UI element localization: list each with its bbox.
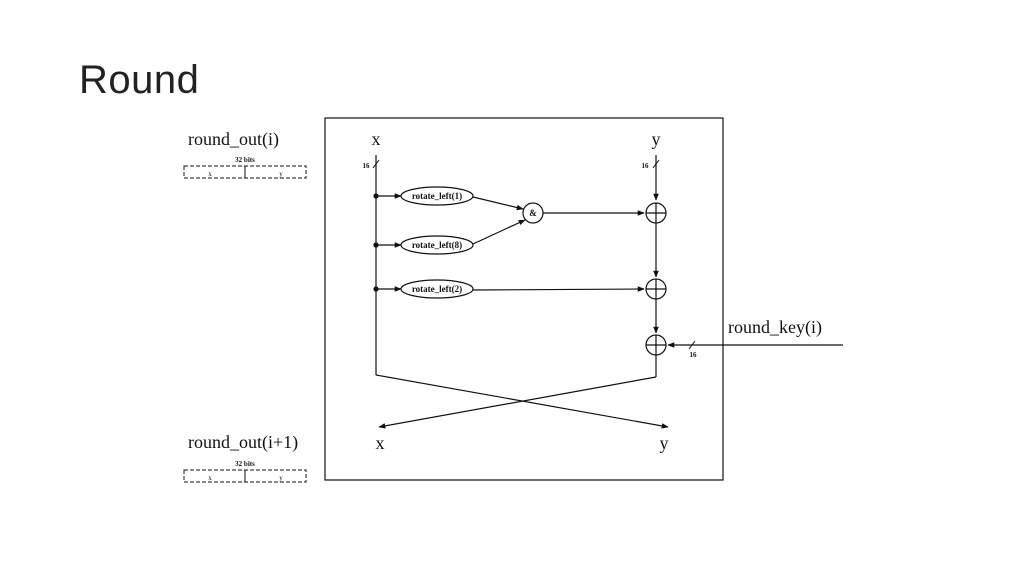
wire-rot8-to-and xyxy=(472,219,526,245)
bits-label-bottom: 32 bits xyxy=(235,460,255,468)
slide-title: Round xyxy=(79,58,200,102)
xor-3-node xyxy=(645,334,667,356)
width-tick-key xyxy=(688,340,696,350)
rotate-left-1-node xyxy=(400,186,474,206)
rotate-left-1-label: rotate_left(1) xyxy=(412,191,462,201)
bits-label-top: 32 bits xyxy=(235,156,255,164)
register-field-x-top: x xyxy=(208,170,212,178)
and-label: & xyxy=(529,208,537,218)
input-y-label: y xyxy=(652,129,661,149)
output-y-label: y xyxy=(660,433,669,453)
register-layout-top: round_out(i) 32 bits x y xyxy=(183,129,307,179)
width-key-label: 16 xyxy=(690,351,698,359)
register-layout-bottom: round_out(i+1) 32 bits x y xyxy=(183,432,307,483)
output-x-label: x xyxy=(376,433,385,453)
swap-y-to-x xyxy=(378,376,657,429)
wire-rot1-to-and xyxy=(472,196,524,211)
xor-1-node xyxy=(645,202,667,224)
width-x-label: 16 xyxy=(363,162,371,170)
round-out-top-label: round_out(i) xyxy=(188,129,279,150)
input-x-label: x xyxy=(372,129,381,149)
round-key-label: round_key(i) xyxy=(728,317,822,338)
rotate-left-2-node xyxy=(400,279,474,299)
wire-rot2-to-xor2 xyxy=(472,286,645,292)
round-frame xyxy=(324,117,724,481)
rotate-left-8-node xyxy=(400,235,474,255)
round-out-bottom-label: round_out(i+1) xyxy=(188,432,298,453)
register-field-y-top: y xyxy=(279,170,283,178)
rotate-left-2-label: rotate_left(2) xyxy=(412,284,462,294)
register-field-x-bottom: x xyxy=(208,474,212,482)
xor-2-node xyxy=(645,278,667,300)
register-field-y-bottom: y xyxy=(279,474,283,482)
width-y-label: 16 xyxy=(642,162,650,170)
rotate-left-8-label: rotate_left(8) xyxy=(412,240,462,250)
